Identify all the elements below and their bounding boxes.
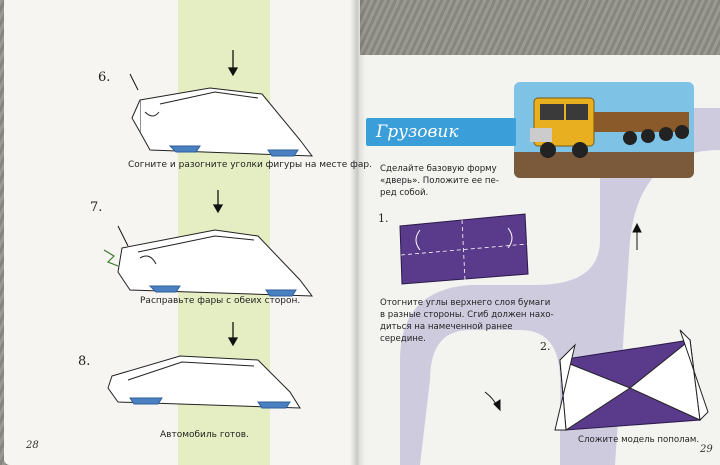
car-step-8 — [107, 355, 301, 409]
step-number: 6. — [98, 70, 111, 85]
caption-line: в разные стороны. Сгиб должен нахо- — [380, 310, 554, 320]
page-number-right: 29 — [700, 444, 713, 455]
car-step-6 — [131, 87, 314, 157]
step-caption: Расправьте фары с обеих сторон. — [140, 296, 301, 306]
car-step-7 — [117, 229, 314, 297]
car-diagrams — [103, 50, 314, 409]
intro-line: ред собой. — [380, 188, 429, 198]
step-1-caption: Отогните углы верхнего слоя бумаги в раз… — [380, 297, 555, 345]
truck-photo — [514, 82, 694, 178]
book-gutter — [350, 0, 366, 465]
caption-line: диться на намеченной ранее середине. — [380, 322, 513, 344]
step-number: 2. — [540, 340, 551, 353]
step-caption: Согните и разогните уголки фигуры на мес… — [128, 160, 372, 170]
step-2-caption: Сложите модель пополам. — [578, 435, 700, 445]
title-banner — [366, 118, 516, 146]
purple-sheet-step-2 — [554, 329, 709, 431]
intro-text: Сделайте базовую форму «дверь». Положите… — [380, 163, 499, 199]
intro-line: Сделайте базовую форму — [380, 164, 497, 174]
intro-line: «дверь». Положите ее пе- — [380, 176, 499, 186]
caption-line: Отогните углы верхнего слоя бумаги — [380, 298, 551, 308]
step-caption: Автомобиль готов. — [160, 430, 249, 440]
page-number-left: 28 — [26, 440, 39, 451]
page-title: Грузовик — [376, 122, 459, 142]
step-number: 8. — [78, 354, 91, 369]
step-number: 1. — [378, 212, 389, 225]
purple-sheet-step-1 — [399, 213, 529, 285]
step-number: 7. — [90, 200, 103, 215]
